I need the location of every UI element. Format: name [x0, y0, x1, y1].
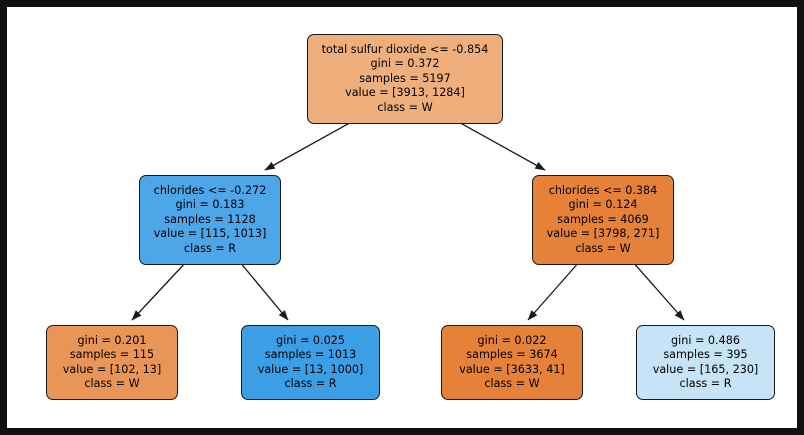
tree-node-right-internal[interactable]: chlorides <= 0.384 gini = 0.124 samples …	[532, 175, 674, 265]
node-samples: samples = 1013	[264, 348, 357, 362]
node-class: class = W	[84, 376, 140, 390]
node-condition: chlorides <= 0.384	[548, 183, 658, 197]
node-gini: gini = 0.022	[477, 333, 547, 347]
node-value: value = [115, 1013]	[153, 227, 267, 241]
node-class: class = R	[679, 376, 732, 390]
node-gini: gini = 0.486	[671, 333, 740, 347]
node-value: value = [102, 13]	[62, 362, 162, 376]
node-value: value = [3798, 271]	[546, 227, 660, 241]
node-class: class = W	[377, 100, 433, 114]
node-gini: gini = 0.201	[77, 333, 147, 347]
node-gini: gini = 0.025	[276, 333, 345, 347]
node-samples: samples = 1128	[164, 212, 256, 226]
edge-root-to-left	[264, 119, 356, 171]
tree-node-left-internal[interactable]: chlorides <= -0.272 gini = 0.183 samples…	[139, 175, 281, 265]
node-value: value = [3633, 41]	[459, 362, 565, 376]
tree-node-leaf-2[interactable]: gini = 0.025 samples = 1013 value = [13,…	[241, 325, 380, 400]
node-samples: samples = 3674	[466, 348, 558, 362]
edge-root-to-right	[454, 119, 546, 171]
node-gini: gini = 0.183	[175, 198, 245, 212]
edge-right-to-leaf4	[631, 260, 685, 321]
node-condition: total sulfur dioxide <= -0.854	[321, 42, 489, 56]
tree-node-root[interactable]: total sulfur dioxide <= -0.854 gini = 0.…	[307, 34, 503, 124]
node-samples: samples = 395	[663, 348, 748, 362]
node-class: class = R	[183, 241, 237, 255]
node-condition: chlorides <= -0.272	[153, 183, 267, 197]
tree-canvas: total sulfur dioxide <= -0.854 gini = 0.…	[7, 7, 797, 428]
tree-node-leaf-1[interactable]: gini = 0.201 samples = 115 value = [102,…	[46, 325, 178, 400]
node-class: class = W	[575, 241, 631, 255]
node-class: class = R	[284, 376, 337, 390]
node-samples: samples = 115	[69, 348, 155, 362]
tree-node-leaf-3[interactable]: gini = 0.022 samples = 3674 value = [363…	[441, 325, 583, 400]
node-samples: samples = 5197	[359, 71, 451, 85]
node-samples: samples = 4069	[557, 212, 649, 226]
node-class: class = W	[484, 376, 540, 390]
node-value: value = [165, 230]	[652, 362, 759, 376]
node-gini: gini = 0.372	[370, 57, 440, 71]
edge-left-to-leaf2	[238, 260, 289, 321]
edge-left-to-leaf1	[131, 260, 188, 321]
tree-node-leaf-4[interactable]: gini = 0.486 samples = 395 value = [165,…	[636, 325, 775, 400]
node-gini: gini = 0.124	[568, 198, 638, 212]
edge-right-to-leaf3	[527, 260, 581, 321]
node-value: value = [3913, 1284]	[345, 86, 465, 100]
node-value: value = [13, 1000]	[257, 362, 364, 376]
